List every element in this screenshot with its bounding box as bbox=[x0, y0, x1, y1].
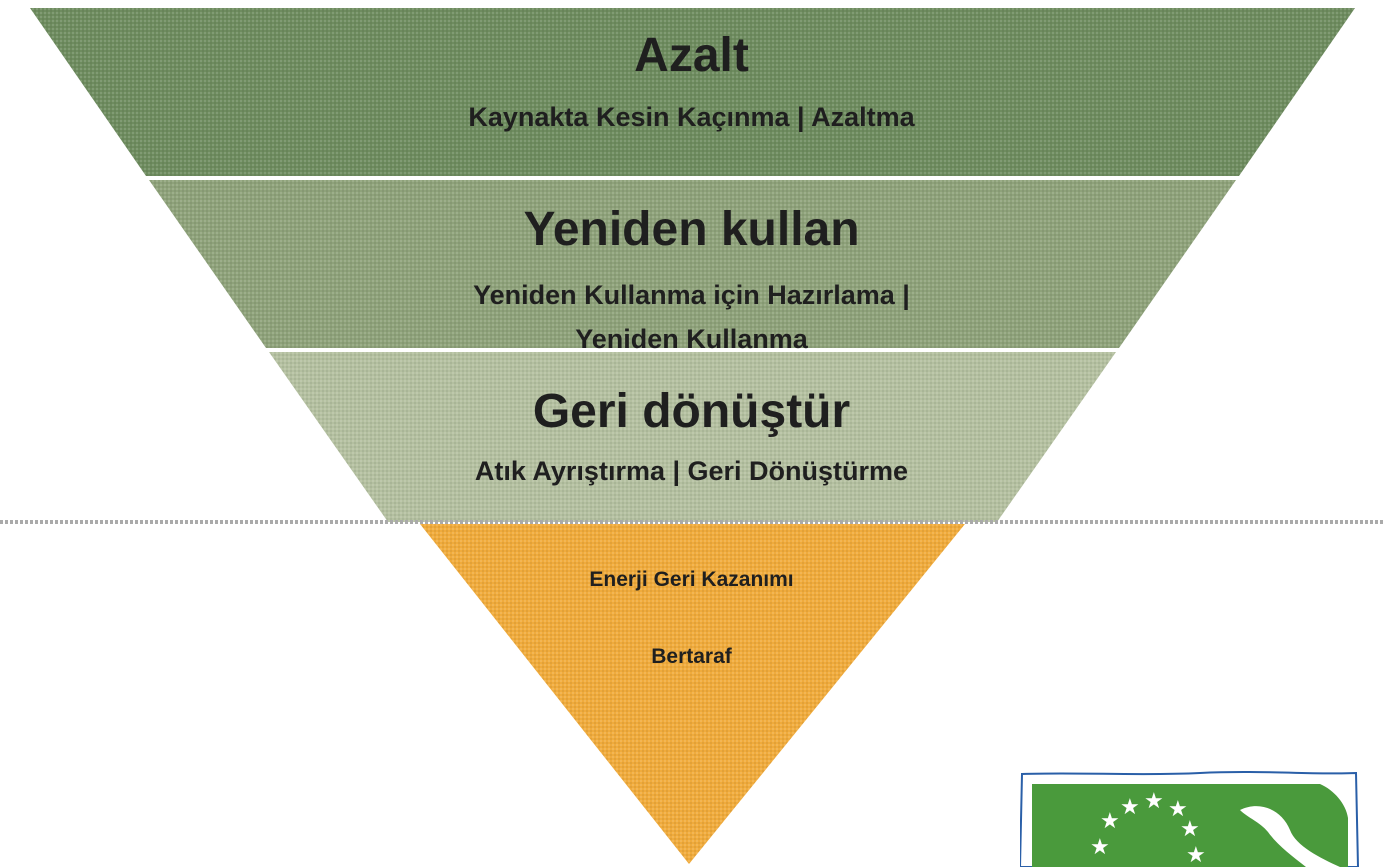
svg-text:★: ★ bbox=[1180, 817, 1200, 842]
tier-yeniden-kullan-title: Yeniden kullan bbox=[523, 203, 860, 256]
svg-text:★: ★ bbox=[1090, 835, 1110, 860]
svg-text:★: ★ bbox=[1168, 797, 1188, 822]
svg-text:★: ★ bbox=[1144, 789, 1164, 814]
tier-yeniden-kullan-subtitle-line2: Yeniden Kullanma bbox=[575, 324, 808, 354]
svg-text:★: ★ bbox=[1186, 843, 1206, 867]
tier-azalt-title: Azalt bbox=[634, 29, 749, 82]
tier-enerji-geri-kazanimi-label: Enerji Geri Kazanımı bbox=[589, 568, 794, 591]
tier-geri-donustur-subtitle: Atık Ayrıştırma | Geri Dönüştürme bbox=[474, 456, 909, 486]
svg-text:★: ★ bbox=[1120, 795, 1140, 820]
eu-stars-logo-icon: ★ ★ ★ ★ ★ ★ ★ bbox=[1020, 771, 1360, 867]
tier-bertaraf-label: Bertaraf bbox=[651, 645, 732, 668]
svg-text:★: ★ bbox=[1100, 809, 1120, 834]
tier-geri-donustur-title: Geri dönüştür bbox=[532, 385, 851, 438]
tier-yeniden-kullan-subtitle-line1: Yeniden Kullanma için Hazırlama | bbox=[473, 280, 910, 310]
tier-azalt-subtitle: Kaynakta Kesin Kaçınma | Azaltma bbox=[468, 102, 915, 132]
